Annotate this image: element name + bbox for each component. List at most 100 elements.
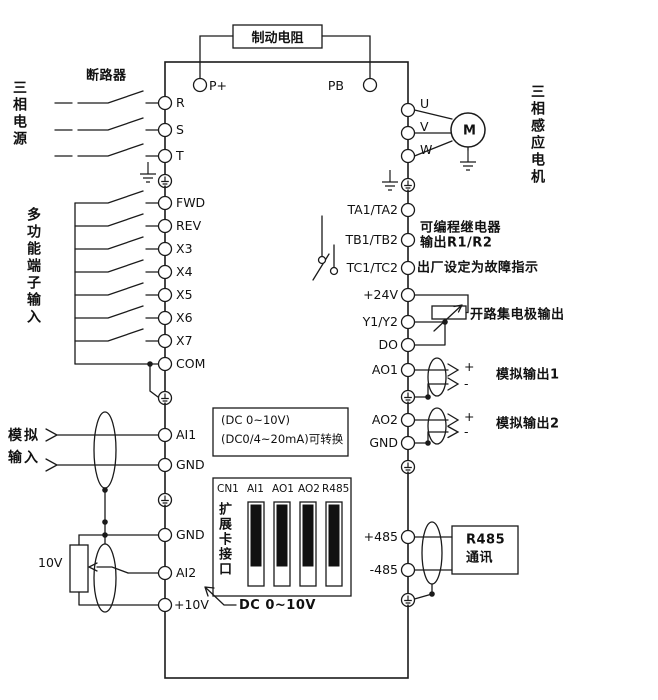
terminal-label-s: S <box>176 121 184 137</box>
terminal-label-ta: TA1/TA2 <box>347 201 398 217</box>
wires <box>45 24 519 679</box>
shield-ellipse-485 <box>421 521 443 585</box>
shield-485-drain <box>413 583 433 600</box>
terminal-10v <box>157 597 173 613</box>
terminal-x4 <box>157 264 173 280</box>
brake-resistor-label: 制动电阻 <box>251 31 304 46</box>
terminal-label-pb: PB <box>327 77 344 93</box>
terminals <box>157 77 416 613</box>
gnd-wire <box>45 458 160 472</box>
earth-icon-supply <box>139 161 157 183</box>
card-col-ai1: AI1 <box>247 483 264 495</box>
dc-note-box <box>212 407 349 457</box>
terminal-ao1 <box>400 362 416 378</box>
potentiometer-box <box>69 544 89 593</box>
terminal-gnd-lower <box>157 527 173 543</box>
terminal-ai1 <box>157 427 173 443</box>
wire-pb <box>321 35 371 80</box>
expansion-card-caption: 扩展卡接口 <box>216 502 231 577</box>
open-collector-caption: 开路集电极输出 <box>470 307 565 323</box>
shield-ellipse-ai2 <box>93 543 117 613</box>
r485-box <box>451 525 519 575</box>
factory-setting-caption: 出厂设定为故障指示 <box>417 260 539 276</box>
pot-top-wire <box>78 534 160 546</box>
terminal-x6 <box>157 310 173 326</box>
card-col-cn1: CN1 <box>217 483 239 495</box>
terminal-label-gnd-right: GND <box>369 434 398 450</box>
terminal-label-rev: REV <box>176 217 202 233</box>
ao2-return-wire <box>413 425 460 444</box>
terminal-do <box>400 337 416 353</box>
dc-note-line1: (DC 0~10V) <box>221 413 290 427</box>
terminal-p485 <box>400 529 416 545</box>
terminal-x5 <box>157 287 173 303</box>
terminal-label-r: R <box>176 94 185 110</box>
terminal-label-x3: X3 <box>176 240 193 256</box>
terminal-label-p-plus: P+ <box>209 77 228 93</box>
analog-input-caption: 模拟输入 <box>8 428 40 466</box>
terminal-ai2 <box>157 565 173 581</box>
terminal-gnd-right <box>400 435 416 451</box>
relay-contact-arm <box>312 253 330 281</box>
ao2-wire <box>413 413 460 427</box>
terminal-24v <box>400 287 416 303</box>
pot-bottom-wire <box>78 591 160 606</box>
r485-caption-line1: R485 <box>466 532 506 548</box>
analog-out1-caption: 模拟输出1 <box>496 367 560 383</box>
dip-switch-housing-2 <box>273 501 291 587</box>
terminal-label-x6: X6 <box>176 309 193 325</box>
relay-contact-1 <box>317 255 327 265</box>
earth-icon-right <box>381 169 399 191</box>
card-col-r485: R485 <box>322 483 350 495</box>
ao2-plus-sign: + <box>464 408 475 424</box>
ao1-plus-sign: + <box>464 358 475 374</box>
terminal-ao2 <box>400 412 416 428</box>
relay-contact-2 <box>329 266 339 276</box>
terminal-label-fwd: FWD <box>176 194 206 210</box>
card-col-ao2: AO2 <box>298 483 320 495</box>
junction-dots <box>102 319 448 597</box>
pot-label: 10V <box>38 554 63 570</box>
terminal-com <box>157 356 173 372</box>
com-to-earth <box>149 363 159 398</box>
terminal-label-ao2: AO2 <box>371 411 398 427</box>
supply-caption: 三相电源 <box>11 80 27 148</box>
motor-wire-w <box>413 140 453 157</box>
terminal-label-x5: X5 <box>176 286 193 302</box>
breaker-label: 断路器 <box>86 68 127 84</box>
oc-arrow <box>433 304 463 332</box>
terminal-y1y2 <box>400 314 416 330</box>
dip-switch-housing-4 <box>325 501 343 587</box>
oc-load-box <box>431 305 467 320</box>
dc-range-label: DC 0~10V <box>239 598 316 613</box>
analog-out2-caption: 模拟输出2 <box>496 416 560 432</box>
dip-switch-sliders <box>250 504 340 567</box>
supply-row-t <box>54 143 160 157</box>
shield-ellipse-ai <box>93 411 117 489</box>
ao1-wire <box>413 363 460 377</box>
terminal-label-10v: +10V <box>174 596 209 612</box>
relay-caption-line1: 可编程继电器 <box>420 220 502 236</box>
motor-symbol <box>450 112 486 148</box>
terminal-label-w: W <box>420 141 433 157</box>
motor-circle <box>450 112 486 148</box>
terminal-label-gnd-upper: GND <box>176 456 205 472</box>
supply-row-r <box>54 90 160 104</box>
oc-do-wire <box>413 318 446 346</box>
supply-row-s <box>54 117 160 131</box>
terminal-fwd <box>157 195 173 211</box>
terminal-u <box>400 102 416 118</box>
terminal-s <box>157 122 173 138</box>
r485-caption-line2: 通讯 <box>466 550 494 566</box>
expansion-card-box <box>212 477 352 597</box>
terminal-tc <box>400 260 416 276</box>
terminal-label-ai1: AI1 <box>176 426 197 442</box>
terminal-label-x4: X4 <box>176 263 193 279</box>
terminal-label-ai2: AI2 <box>176 564 197 580</box>
ao2-minus-sign: - <box>464 423 469 439</box>
card-col-ao1: AO1 <box>272 483 294 495</box>
terminal-label-com: COM <box>176 355 206 371</box>
terminal-ta <box>400 202 416 218</box>
terminal-gnd-upper <box>157 457 173 473</box>
